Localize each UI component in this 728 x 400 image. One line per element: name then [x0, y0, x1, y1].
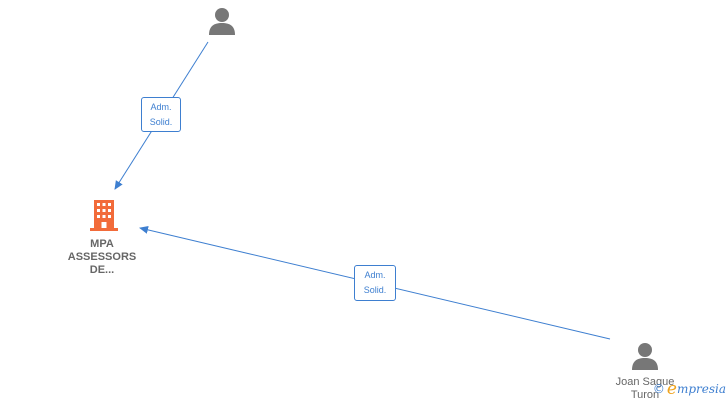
edge-role-line: Adm.	[364, 270, 386, 280]
company-name-line: ASSESSORS	[67, 251, 137, 263]
person-icon	[632, 343, 658, 370]
logo-mark: e	[666, 379, 677, 399]
company-name-line: DE...	[89, 264, 115, 276]
logo-wordmark: mpresia	[676, 382, 726, 396]
copyright-symbol: ©	[652, 382, 665, 396]
edge-label-bottom[interactable]: Adm. Solid.	[354, 265, 396, 301]
empresia-watermark: © e mpresia	[653, 380, 726, 398]
edge-role-line: Solid.	[149, 117, 173, 127]
person-name-line: Turon	[630, 389, 660, 400]
company-name-label[interactable]: MPA ASSESSORS DE...	[52, 238, 152, 277]
company-name-line: MPA	[90, 238, 114, 250]
person-bottom-name-label[interactable]: Joan Sague Turon	[595, 376, 695, 400]
person-node-top[interactable]	[207, 6, 237, 36]
person-name-line: Joan Sague	[615, 376, 675, 388]
edge-role-line: Solid.	[363, 285, 387, 295]
person-node-bottom[interactable]	[630, 341, 660, 371]
company-node[interactable]	[88, 198, 120, 234]
edge-label-top[interactable]: Adm. Solid.	[141, 97, 181, 132]
person-icon	[209, 8, 235, 35]
edge-role-line: Adm.	[150, 102, 172, 112]
building-icon	[90, 200, 118, 231]
